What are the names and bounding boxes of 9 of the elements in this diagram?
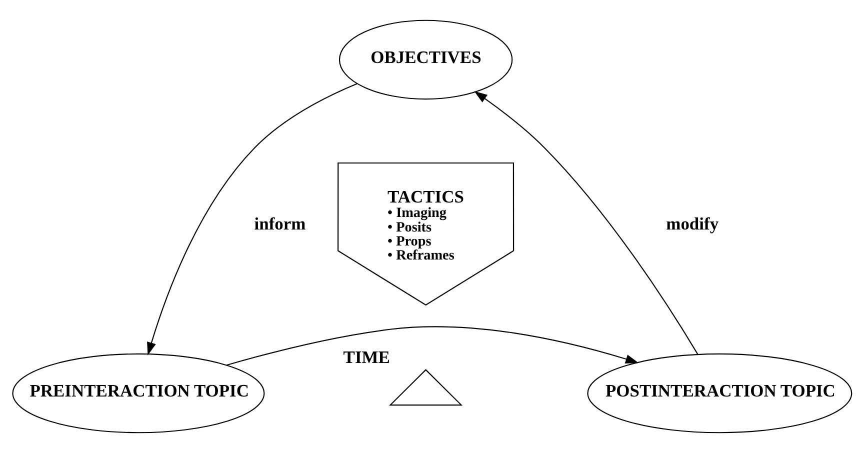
- node-ellipse: PREINTERACTION TOPIC: [12, 352, 265, 433]
- edge-label: modify: [666, 213, 719, 234]
- node-label: TIME: [343, 346, 390, 367]
- edge-label: inform: [254, 213, 306, 234]
- arrow: [474, 90, 698, 354]
- arrow: [147, 82, 358, 355]
- arrow: [226, 326, 639, 366]
- node-ellipse: OBJECTIVES: [338, 19, 513, 100]
- node-triangle: [388, 368, 463, 406]
